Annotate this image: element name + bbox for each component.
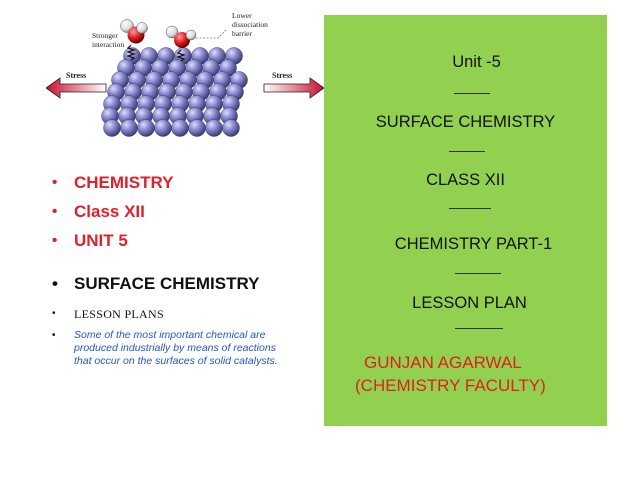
lattice-sphere <box>103 119 121 137</box>
stress-arrow-right <box>263 77 324 99</box>
stress-arrow-left <box>46 77 107 99</box>
part-title: CHEMISTRY PART-1 <box>394 235 553 253</box>
label-lower-dissociation: Lower dissociation barrier <box>232 11 270 38</box>
divider <box>455 328 503 329</box>
class-title: CLASS XII <box>426 171 505 189</box>
lattice-sphere <box>171 119 189 137</box>
description-bullet: • Some of the most important chemical ar… <box>52 329 278 367</box>
left-bullet-list: • CHEMISTRY • Class XII • UNIT 5 • SURFA… <box>52 168 322 368</box>
leader-line <box>196 29 227 39</box>
divider <box>454 93 490 94</box>
lattice-sphere <box>120 119 138 137</box>
unit-title: Unit -5 <box>452 53 501 71</box>
list-item: • UNIT 5 <box>52 231 128 250</box>
adsorbed-molecule-left <box>120 19 148 61</box>
adsorbed-molecule-right <box>165 25 197 62</box>
subject-title: SURFACE CHEMISTRY <box>375 113 556 131</box>
divider <box>449 208 491 209</box>
lattice-sphere <box>154 119 172 137</box>
author-name: GUNJAN AGARWAL <box>364 353 522 372</box>
divider <box>455 273 501 274</box>
catalyst-surface-illustration: Stress Stress Stronger int <box>46 8 324 146</box>
label-stronger-interaction: Stronger interaction <box>92 31 124 49</box>
lattice-sphere <box>222 119 240 137</box>
list-item: • CHEMISTRY <box>52 173 174 192</box>
catalyst-surface-svg: Stress Stress Stronger int <box>46 11 324 137</box>
lattice-sphere <box>188 119 206 137</box>
stress-label-left: Stress <box>66 71 86 80</box>
title-panel: Unit -5 SURFACE CHEMISTRY CLASS XII CHEM… <box>324 15 607 426</box>
sphere-lattice <box>101 47 248 137</box>
lesson-plan-title: LESSON PLAN <box>412 294 527 312</box>
list-item: • Class XII <box>52 202 145 221</box>
lattice-sphere <box>205 119 223 137</box>
stress-label-right: Stress <box>272 71 292 80</box>
lesson-plans-bullet: • LESSON PLANS <box>52 307 164 321</box>
author-role: (CHEMISTRY FACULTY) <box>355 376 546 395</box>
lattice-sphere <box>137 119 155 137</box>
topic-bullet: • SURFACE CHEMISTRY <box>52 273 260 293</box>
divider <box>449 151 485 152</box>
